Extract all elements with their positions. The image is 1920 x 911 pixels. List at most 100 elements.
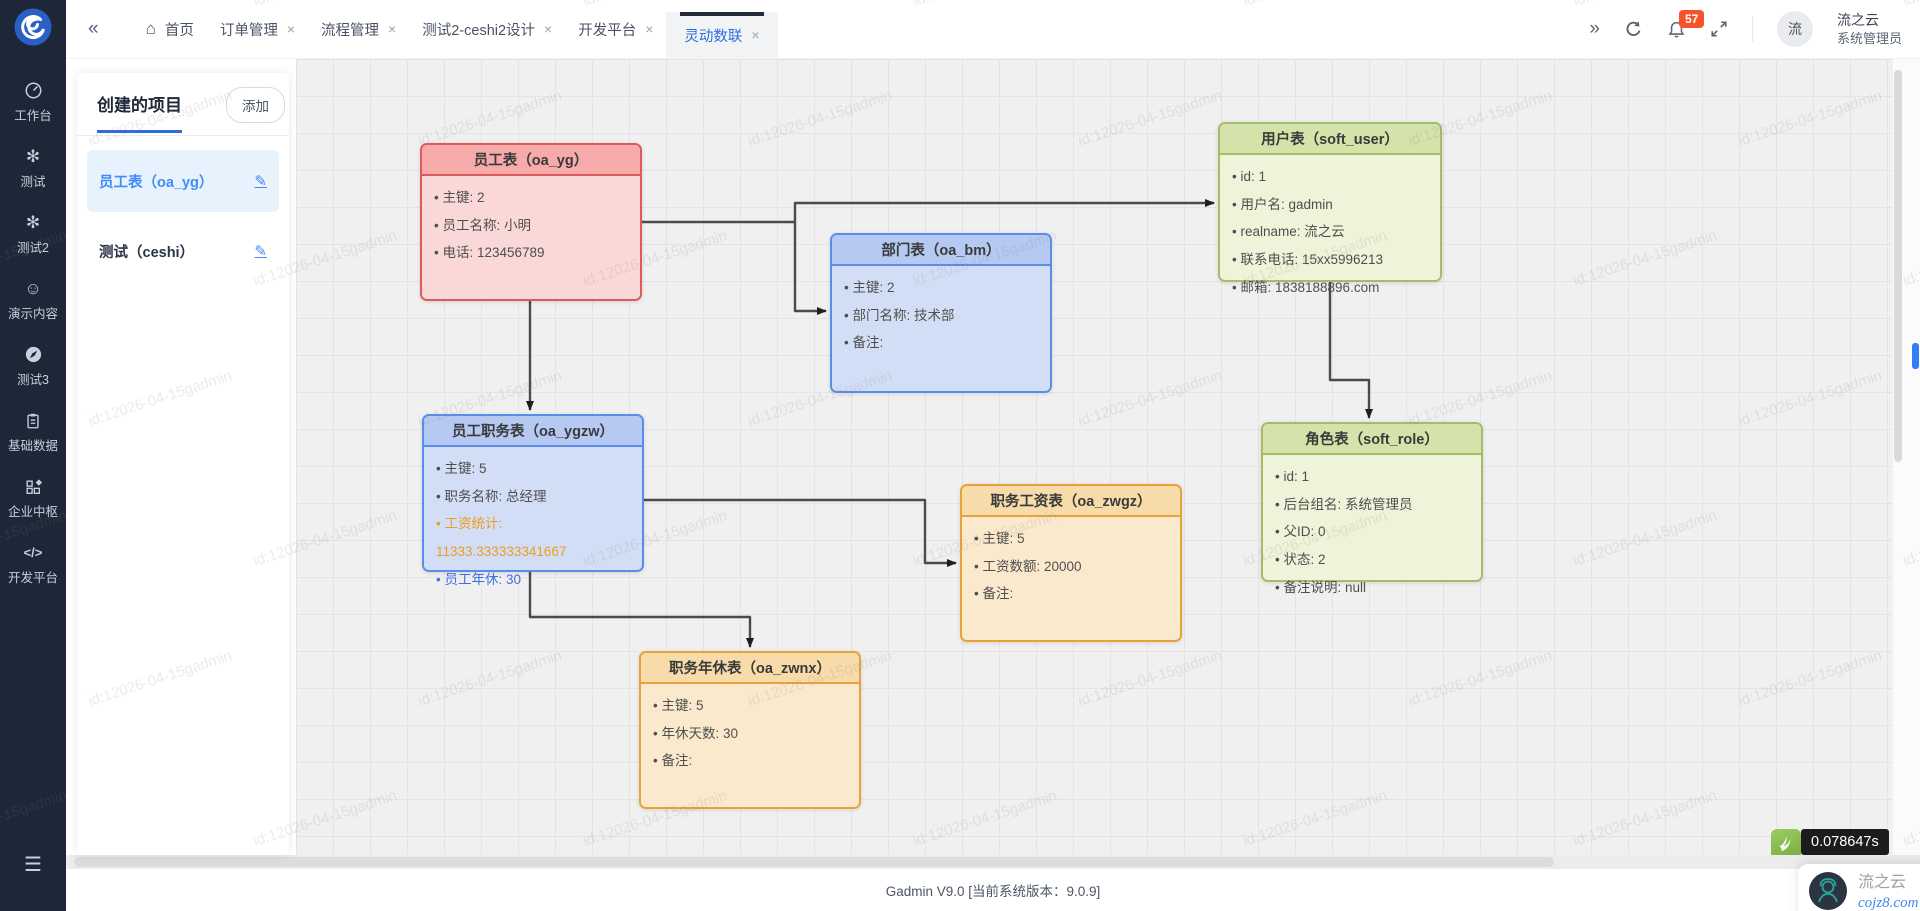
entity-field: 父ID: 0 bbox=[1275, 518, 1469, 546]
entity-field: 员工名称: 小明 bbox=[434, 212, 628, 240]
entity-field: 状态: 2 bbox=[1275, 546, 1469, 574]
sidebar-item-8[interactable]: </> 开发平台 bbox=[0, 535, 66, 593]
refresh-icon[interactable] bbox=[1624, 20, 1643, 39]
tab-close-icon[interactable]: × bbox=[645, 21, 654, 37]
entity-field: 备注: bbox=[653, 747, 847, 775]
entity-node-oa_yg[interactable]: 员工表（oa_yg）主键: 2员工名称: 小明电话: 123456789 bbox=[420, 143, 642, 301]
tab-close-icon[interactable]: × bbox=[544, 21, 553, 37]
entity-field: 员工年休: 30 bbox=[436, 566, 630, 594]
entity-title: 员工表（oa_yg） bbox=[422, 145, 640, 176]
notification-bell-icon[interactable]: 57 bbox=[1667, 9, 1705, 39]
entity-node-oa_ygzw[interactable]: 员工职务表（oa_ygzw） 主键: 5职务名称: 总经理工资统计: 11333.… bbox=[422, 414, 644, 587]
tab-2[interactable]: 订单管理 × bbox=[207, 0, 308, 59]
tab-6[interactable]: 灵动数联 × bbox=[666, 11, 778, 59]
edge-oa_yg-to-oa_bm bbox=[793, 222, 827, 315]
fullscreen-icon[interactable] bbox=[1710, 20, 1728, 38]
footer: Gadmin V9.0 [当前系统版本：9.0.9] bbox=[66, 869, 1920, 911]
entity-node-oa_zwgz[interactable]: 职务工资表（oa_zwgz）主键: 5工资数额: 20000备注: bbox=[960, 484, 1182, 642]
sidebar-item-label: 测试2 bbox=[17, 240, 49, 255]
entity-node-soft_role[interactable]: 角色表（soft_role）id: 1后台组名: 系统管理员父ID: 0状态: … bbox=[1261, 422, 1483, 595]
project-list-item-2[interactable]: 测试（ceshi）✎ bbox=[87, 220, 279, 282]
project-list: 员工表（oa_yg）✎ 测试（ceshi）✎ bbox=[77, 136, 289, 304]
sidebar-item-4[interactable]: ☺演示内容 bbox=[0, 271, 66, 329]
version-text: Gadmin V9.0 [当前系统版本：9.0.9] bbox=[885, 884, 1101, 899]
app-logo[interactable] bbox=[0, 0, 66, 59]
entity-fields: id: 1用户名: gadminrealname: 流之云联系电话: 15xx5… bbox=[1220, 155, 1440, 295]
entity-field: 主键: 2 bbox=[434, 184, 628, 212]
tab-5[interactable]: 开发平台 × bbox=[565, 0, 666, 59]
brand-name: 流之云 bbox=[1858, 873, 1907, 891]
snowflake-icon: ✻ bbox=[25, 213, 41, 232]
edit-icon[interactable]: ✎ bbox=[254, 243, 267, 260]
thinkphp-logo-icon[interactable] bbox=[1771, 829, 1801, 859]
created-projects-panel: 创建的项目 添加 员工表（oa_yg）✎ 测试（ceshi）✎ bbox=[77, 73, 289, 855]
clipboard-icon bbox=[24, 411, 42, 431]
entity-field: 工资统计: 11333.333333341667 bbox=[436, 510, 630, 565]
sidebar-item-label: 测试3 bbox=[17, 372, 49, 387]
sidebar-item-label: 基础数据 bbox=[7, 438, 58, 453]
sidebar-item-5[interactable]: 测试3 bbox=[0, 337, 66, 395]
entity-node-oa_bm[interactable]: 部门表（oa_bm）主键: 2部门名称: 技术部备注: bbox=[830, 233, 1052, 393]
tab-close-icon[interactable]: × bbox=[751, 27, 760, 43]
entity-title: 职务工资表（oa_zwgz） bbox=[962, 486, 1180, 517]
entity-fields: 主键: 2员工名称: 小明电话: 123456789 bbox=[422, 176, 640, 299]
edit-icon[interactable]: ✎ bbox=[254, 173, 267, 190]
edge-oa_yg-to-soft_user bbox=[642, 199, 1215, 224]
tab-close-icon[interactable]: × bbox=[286, 21, 296, 37]
entity-field: 邮箱: 1838188896.com bbox=[1232, 274, 1428, 302]
horizontal-scrollbar-thumb[interactable] bbox=[74, 857, 1554, 867]
sidebar-item-2[interactable]: ✻测试 bbox=[0, 139, 66, 197]
entity-field: 职务名称: 总经理 bbox=[436, 483, 630, 511]
entity-fields: 主键: 5工资数额: 20000备注: bbox=[962, 517, 1180, 640]
compass-icon bbox=[24, 345, 43, 365]
tab-bar: ⌂首页订单管理×流程管理×测试2-ceshi2设计×开发平台×灵动数联× bbox=[133, 0, 778, 59]
sidebar-item-label: 工作台 bbox=[14, 108, 52, 123]
entity-field: 主键: 5 bbox=[436, 455, 630, 483]
tab-1[interactable]: ⌂ 首页 bbox=[133, 0, 207, 59]
sidebar-item-3[interactable]: ✻ 测试2 bbox=[0, 205, 66, 263]
entity-node-oa_zwnx[interactable]: 职务年休表（oa_zwnx）主键: 5年休天数: 30备注: bbox=[639, 651, 861, 809]
sidebar-menu-icon[interactable]: ☰ bbox=[24, 854, 42, 876]
tab-label: 开发平台 bbox=[578, 22, 637, 39]
user-meta[interactable]: 流之云 系统管理员 bbox=[1837, 11, 1902, 47]
collapse-sidebar-icon[interactable]: « bbox=[88, 18, 99, 39]
tab-label: 首页 bbox=[164, 22, 194, 39]
entity-title: 员工职务表（oa_ygzw） bbox=[424, 416, 642, 447]
entity-node-soft_user[interactable]: 用户表（soft_user）id: 1用户名: gadminrealname: … bbox=[1218, 122, 1442, 295]
tab-close-icon[interactable]: × bbox=[388, 21, 397, 37]
entity-field: 后台组名: 系统管理员 bbox=[1275, 491, 1469, 519]
page-scrollbar-thumb[interactable] bbox=[1912, 343, 1919, 369]
sidebar-item-1[interactable]: 工作台 bbox=[0, 73, 66, 131]
tab-label: 灵动数联 bbox=[684, 28, 743, 45]
edge-oa_ygzw-to-oa_zwgz bbox=[644, 498, 957, 567]
entity-title: 用户表（soft_user） bbox=[1220, 124, 1440, 155]
dashboard-icon bbox=[24, 81, 43, 101]
entity-fields: 主键: 5年休天数: 30备注: bbox=[641, 684, 859, 807]
entity-field: 部门名称: 技术部 bbox=[844, 302, 1038, 330]
sidebar-nav: 工作台 ✻测试 ✻ 测试2 ☺演示内容测试3 基础数据企业中枢 </> 开发平台 bbox=[0, 59, 66, 601]
expand-tabs-icon[interactable]: » bbox=[1589, 18, 1600, 39]
sidebar-item-6[interactable]: 基础数据 bbox=[0, 403, 66, 461]
tab-4[interactable]: 测试2-ceshi2设计× bbox=[409, 0, 565, 59]
sidebar-item-label: 开发平台 bbox=[7, 570, 58, 585]
code-icon: </> bbox=[23, 545, 43, 560]
brand-meta: 流之云 cojz8.com bbox=[1858, 873, 1918, 911]
sidebar-item-7[interactable]: 企业中枢 bbox=[0, 469, 66, 527]
horizontal-scrollbar-track[interactable] bbox=[66, 855, 1920, 869]
tab-3[interactable]: 流程管理× bbox=[308, 0, 409, 59]
entity-field: 电话: 123456789 bbox=[434, 239, 628, 267]
entity-field: 主键: 2 bbox=[844, 274, 1038, 302]
brand-card[interactable]: 流之云 cojz8.com bbox=[1798, 864, 1920, 911]
notification-count-badge: 57 bbox=[1678, 9, 1705, 28]
vertical-scrollbar-thumb[interactable] bbox=[1894, 70, 1902, 462]
panel-title: 创建的项目 bbox=[97, 91, 182, 133]
entity-fields: 主键: 2部门名称: 技术部备注: bbox=[832, 266, 1050, 391]
brand-site-link[interactable]: cojz8.com bbox=[1858, 894, 1919, 911]
user-avatar[interactable]: 流 bbox=[1776, 11, 1813, 47]
add-project-button[interactable]: 添加 bbox=[226, 87, 285, 123]
diagram-canvas[interactable]: 员工表（oa_yg）主键: 2员工名称: 小明电话: 123456789部门表（… bbox=[296, 59, 1920, 866]
project-list-item-1[interactable]: 员工表（oa_yg）✎ bbox=[87, 150, 279, 212]
home-icon: ⌂ bbox=[145, 19, 156, 38]
tab-label: 订单管理 bbox=[219, 22, 278, 39]
